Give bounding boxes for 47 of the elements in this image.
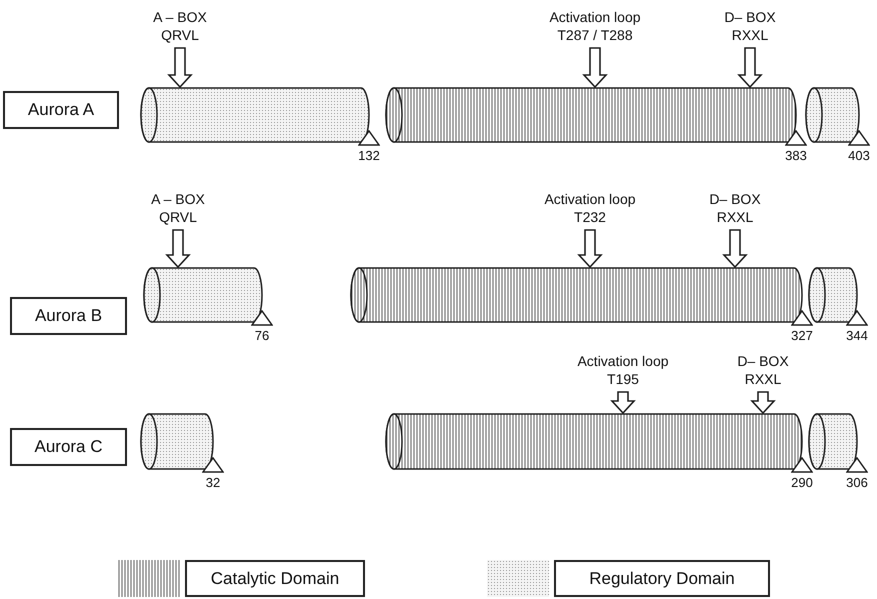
- regulatory-domain-cylinder: [805, 87, 860, 143]
- annotation-text: A – BOX: [153, 8, 207, 26]
- regulatory-domain-cylinder: [140, 413, 214, 470]
- annotation-text: T287 / T288: [557, 26, 633, 44]
- block-arrow: [582, 47, 608, 88]
- regulatory-domain-cylinder: [143, 267, 263, 323]
- residue-number: 327: [790, 328, 814, 344]
- catalytic-domain-cylinder: [385, 413, 803, 470]
- annotation-text: Activation loop: [544, 190, 636, 208]
- annotation-text: D– BOX: [709, 190, 761, 208]
- annotation-text: RXXL: [716, 208, 754, 226]
- annotation-text: Activation loop: [577, 352, 669, 370]
- annotation-text: RXXL: [744, 370, 782, 388]
- annotation-text: D– BOX: [724, 8, 776, 26]
- annotation-text: A – BOX: [151, 190, 205, 208]
- residue-number: 132: [357, 148, 381, 164]
- residue-number: 290: [790, 475, 814, 491]
- annotation-text: RXXL: [732, 26, 768, 44]
- residue-number: 383: [784, 148, 808, 164]
- annotation-text: D– BOX: [737, 352, 789, 370]
- annotation-text: Activation loop: [549, 8, 641, 26]
- block-arrow: [750, 391, 776, 414]
- regulatory-domain-cylinder: [140, 87, 370, 143]
- residue-number: 76: [254, 328, 270, 344]
- protein-label-box: Aurora A: [3, 91, 119, 129]
- annotation-text: QRVL: [159, 208, 197, 226]
- regulatory-domain-cylinder: [808, 267, 858, 323]
- annotation-text: T232: [574, 208, 606, 226]
- protein-label-box: Aurora C: [10, 428, 127, 466]
- block-arrow: [737, 47, 763, 88]
- residue-number: 32: [204, 475, 222, 491]
- catalytic-domain-cylinder: [385, 87, 797, 143]
- residue-number: 344: [845, 328, 869, 344]
- legend-label: Catalytic Domain: [185, 560, 365, 597]
- block-arrow: [167, 47, 193, 88]
- block-arrow: [610, 391, 636, 414]
- annotation-text: T195: [607, 370, 639, 388]
- block-arrow: [577, 229, 603, 268]
- protein-label-box: Aurora B: [10, 297, 127, 335]
- legend-label: Regulatory Domain: [554, 560, 770, 597]
- regulatory-domain-cylinder: [808, 413, 858, 470]
- annotation-text: QRVL: [161, 26, 199, 44]
- residue-number: 306: [845, 475, 869, 491]
- catalytic-domain-cylinder: [350, 267, 803, 323]
- block-arrow: [722, 229, 748, 268]
- block-arrow: [165, 229, 191, 268]
- residue-number: 403: [847, 148, 871, 164]
